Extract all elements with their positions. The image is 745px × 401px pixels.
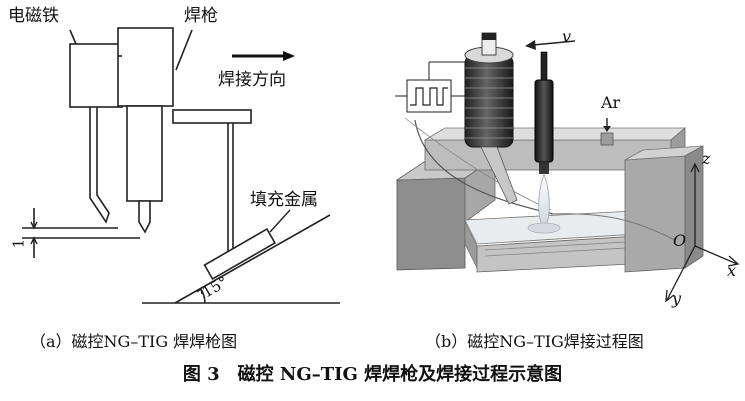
gap-label: 1 <box>9 238 28 249</box>
torch-label: 焊枪 <box>184 6 218 26</box>
base-block-front <box>396 177 466 271</box>
direction-arrow <box>232 51 295 61</box>
torch-diagram <box>22 27 340 304</box>
filler-label: 填充金属 <box>250 190 318 210</box>
gas-label: Ar <box>601 93 621 112</box>
caption-a: （a）磁控NG–TIG 焊焊枪图 <box>30 332 238 351</box>
torch-nozzle <box>126 105 163 202</box>
electromagnet-leader <box>69 29 77 45</box>
velocity-arrow <box>525 40 576 50</box>
welding-arc <box>538 172 550 229</box>
gas-nozzle <box>600 132 614 146</box>
figure-caption: 图 3 磁控 NG–TIG 焊焊枪及焊接过程示意图 <box>182 364 563 385</box>
filler-wire <box>414 119 554 215</box>
coordinate-axes <box>665 162 740 303</box>
filler-leader <box>269 209 291 233</box>
current-waveform <box>406 79 452 113</box>
electromagnet-coil <box>464 54 514 148</box>
axis-x-label: x <box>727 261 737 280</box>
direction-label: 焊接方向 <box>218 70 286 90</box>
electromagnet-body <box>69 43 123 108</box>
torch-body <box>117 27 174 107</box>
magnet-probe <box>89 107 110 224</box>
electromagnet-label: 电磁铁 <box>8 6 59 26</box>
support-bar <box>172 109 252 124</box>
workpiece-line <box>174 214 331 304</box>
process-diagram <box>395 32 740 303</box>
axis-y-label: y <box>672 289 682 308</box>
velocity-label: v <box>562 27 572 46</box>
magnet-pole <box>480 146 518 205</box>
origin-label: O <box>673 231 687 250</box>
torch-tip <box>138 200 151 234</box>
welding-torch <box>534 79 554 163</box>
torch-leader <box>175 29 193 71</box>
caption-b: （b）磁控NG–TIG焊接过程图 <box>425 332 644 351</box>
filler-metal <box>203 227 277 281</box>
right-clamp <box>624 155 686 273</box>
axis-z-label: z <box>702 149 711 168</box>
